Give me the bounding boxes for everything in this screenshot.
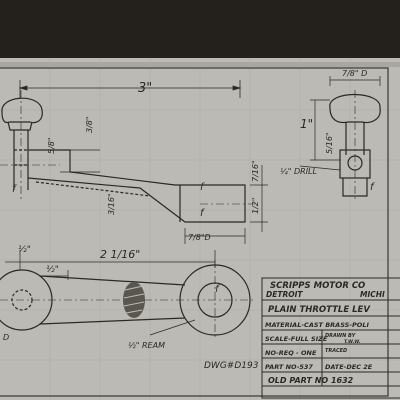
- tb-part-no: PART NO-537: [265, 363, 313, 371]
- dim-small-a: 3/8": [85, 116, 94, 133]
- finish-mark-2: f: [200, 208, 205, 219]
- tb-scale: SCALE-FULL SIZE: [265, 335, 328, 343]
- end-view-knob: [329, 90, 381, 200]
- dwg-number: DWG#D193: [204, 361, 259, 371]
- tb-traced: TRACED: [325, 348, 347, 354]
- tb-date: DATE-DEC 2E: [325, 363, 373, 371]
- plan-view-dims: [5, 250, 216, 336]
- tb-material: MATERIAL-CAST BRASS-POLI: [265, 321, 369, 329]
- finish-mark-1: f: [200, 182, 205, 193]
- tb-part-name: PLAIN THROTTLE LEV: [268, 305, 371, 315]
- dim-small-f: 5/16": [325, 132, 334, 154]
- dim-small-e: 1/2": [251, 197, 260, 214]
- tb-no-req: NO-REQ - ONE: [265, 349, 317, 357]
- overall-length-dimension: [18, 80, 242, 98]
- lever-arm: [27, 149, 246, 223]
- drawing-border: [0, 67, 389, 397]
- tb-state: MICHI: [360, 290, 385, 299]
- drill-note: ¼" DRILL: [280, 167, 317, 176]
- section-hatch: [123, 282, 145, 318]
- dim-overall-length: 3": [138, 81, 152, 96]
- tb-drawn-by-initials: T.W.W.: [344, 339, 361, 345]
- finish-mark-5: f: [215, 284, 220, 295]
- finish-mark-3: f: [12, 184, 17, 195]
- dim-small-b: 5/8": [47, 137, 56, 154]
- dim-small-d: 7/16": [251, 160, 260, 182]
- side-view-lever: [0, 90, 255, 223]
- tb-city: DETROIT: [266, 290, 303, 299]
- dim-small-c: 3/16": [107, 193, 116, 215]
- finish-mark-4: f: [370, 182, 375, 193]
- paper-grid: [0, 58, 400, 400]
- tb-company: SCRIPPS MOTOR CO: [270, 281, 365, 291]
- dim-height-one: 1": [300, 117, 313, 131]
- dim-half-left: ½": [18, 245, 31, 255]
- dim-half-right: ½": [46, 265, 59, 275]
- end-view-dims: [299, 76, 381, 171]
- dim-bore-len: 2 1/16": [100, 248, 140, 261]
- d-mark: D: [3, 333, 9, 342]
- side-view-ext-lines: [60, 149, 268, 244]
- title-block-frame: [261, 277, 400, 399]
- tb-old-part-no: OLD PART NO 1632: [268, 376, 354, 385]
- section-hatch-lines: [123, 285, 145, 314]
- ream-note: ½" REAM: [128, 341, 165, 350]
- dim-small-g: 7/8"D: [188, 233, 211, 242]
- dim-knob-dia: 7/8" D: [342, 69, 367, 78]
- knob-outline: [1, 97, 43, 124]
- tb-drawn-by: DRAWN BY: [325, 333, 357, 339]
